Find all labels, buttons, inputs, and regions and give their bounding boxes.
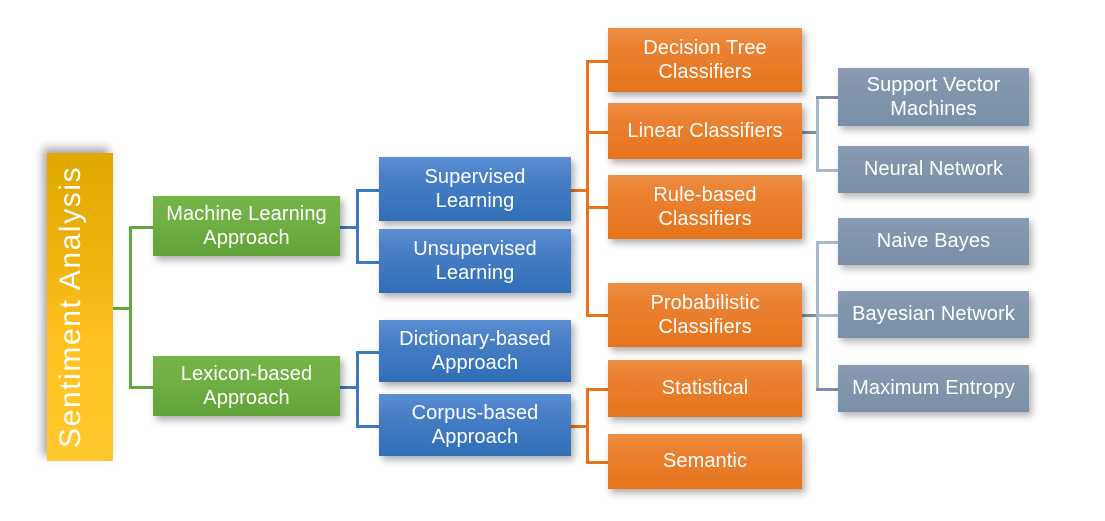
connector-supervised-to-decision-tree: [586, 60, 608, 63]
node-rule-based-classifiers[interactable]: Rule-based Classifiers: [608, 175, 802, 239]
connector-ml-trunk: [356, 189, 359, 263]
node-label: Sentiment Analysis: [54, 165, 87, 449]
node-neural-network[interactable]: Neural Network: [838, 146, 1029, 193]
node-maximum-entropy[interactable]: Maximum Entropy: [838, 365, 1029, 412]
connector-supervised-to-probabilistic: [586, 314, 608, 317]
node-decision-tree-classifiers[interactable]: Decision Tree Classifiers: [608, 28, 802, 92]
connector-root-to-lexicon: [129, 386, 153, 389]
connector-corpus-to-statistical: [586, 388, 608, 391]
node-supervised-learning[interactable]: Supervised Learning: [379, 157, 571, 221]
node-probabilistic-classifiers[interactable]: Probabilistic Classifiers: [608, 283, 802, 347]
connector-supervised-stem: [571, 189, 588, 192]
node-machine-learning-approach[interactable]: Machine Learning Approach: [153, 196, 340, 256]
connector-corpus-trunk: [586, 388, 589, 462]
connector-linear-stem: [802, 131, 818, 134]
connector-corpus-stem: [571, 425, 588, 428]
node-corpus-based-approach[interactable]: Corpus-based Approach: [379, 394, 571, 456]
node-label: Statistical: [661, 377, 749, 400]
connector-probabilistic-to-bayesian: [816, 314, 838, 317]
node-label: Support Vector Machines: [866, 73, 1001, 120]
node-label: Rule-based Classifiers: [653, 183, 757, 230]
node-label: Maximum Entropy: [852, 377, 1015, 400]
connector-probabilistic-to-naive-bayes: [816, 241, 838, 244]
node-label: Dictionary-based Approach: [399, 327, 551, 374]
node-label: Bayesian Network: [852, 303, 1015, 326]
node-support-vector-machines[interactable]: Support Vector Machines: [838, 68, 1029, 126]
node-label: Lexicon-based Approach: [180, 362, 313, 409]
node-label: Neural Network: [863, 158, 1004, 181]
connector-probabilistic-stem: [802, 314, 818, 317]
node-naive-bayes[interactable]: Naive Bayes: [838, 218, 1029, 265]
connector-supervised-trunk: [586, 60, 589, 315]
node-sentiment-analysis[interactable]: Sentiment Analysis: [47, 153, 113, 461]
connector-linear-to-neural: [816, 169, 838, 172]
connector-corpus-to-semantic: [586, 461, 608, 464]
node-label: Corpus-based Approach: [411, 401, 539, 448]
connector-ml-stem: [340, 226, 358, 229]
node-lexicon-based-approach[interactable]: Lexicon-based Approach: [153, 356, 340, 416]
node-label: Probabilistic Classifiers: [650, 291, 760, 338]
node-label: Unsupervised Learning: [413, 237, 537, 284]
connector-ml-to-supervised: [356, 189, 379, 192]
node-label: Machine Learning Approach: [166, 202, 327, 249]
connector-root-trunk: [129, 226, 132, 388]
node-statistical[interactable]: Statistical: [608, 360, 802, 417]
node-bayesian-network[interactable]: Bayesian Network: [838, 291, 1029, 338]
node-label: Semantic: [662, 450, 748, 473]
connector-ml-to-unsupervised: [356, 261, 379, 264]
connector-probabilistic-to-max-entropy: [816, 388, 838, 391]
connector-lexicon-stem: [340, 386, 358, 389]
node-semantic[interactable]: Semantic: [608, 434, 802, 489]
node-label: Decision Tree Classifiers: [643, 36, 767, 83]
node-label: Linear Classifiers: [627, 119, 783, 142]
connector-linear-trunk: [816, 96, 819, 170]
node-unsupervised-learning[interactable]: Unsupervised Learning: [379, 229, 571, 293]
node-label: Naive Bayes: [876, 230, 991, 253]
connector-lexicon-to-dictionary: [356, 351, 379, 354]
connector-supervised-to-linear: [586, 131, 608, 134]
connector-lexicon-to-corpus: [356, 425, 379, 428]
connector-lexicon-trunk: [356, 351, 359, 425]
connector-root-stem: [113, 307, 131, 310]
node-dictionary-based-approach[interactable]: Dictionary-based Approach: [379, 320, 571, 382]
connector-root-to-ml: [129, 226, 153, 229]
node-label: Supervised Learning: [424, 165, 526, 212]
connector-linear-to-svm: [816, 96, 838, 99]
connector-supervised-to-rule-based: [586, 206, 608, 209]
node-linear-classifiers[interactable]: Linear Classifiers: [608, 103, 802, 159]
